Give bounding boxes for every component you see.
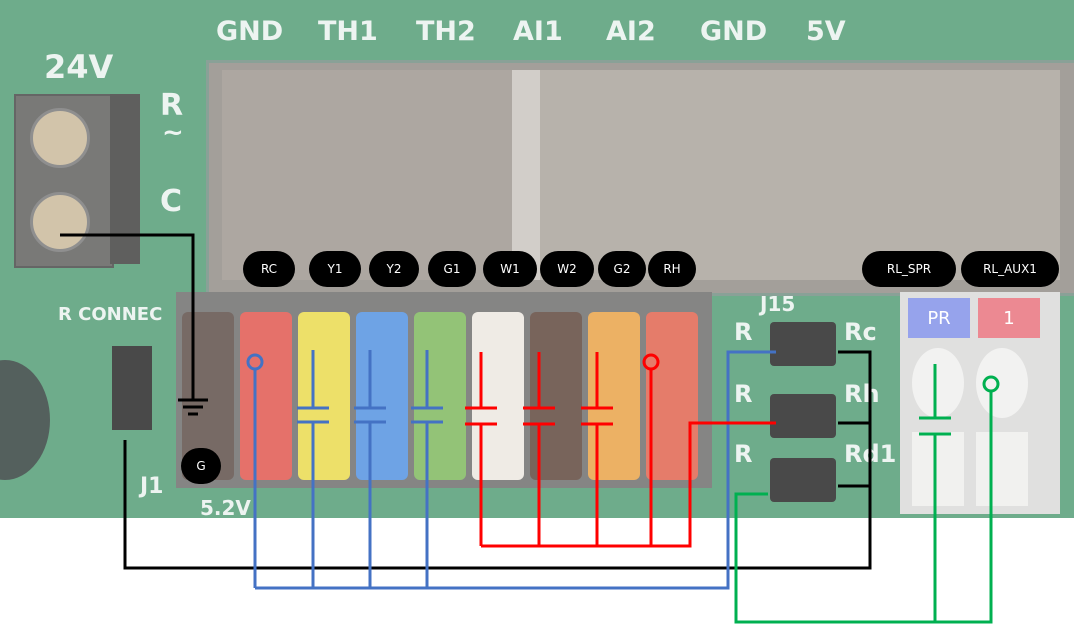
c-label: C: [160, 184, 183, 219]
module-panel-left: [222, 70, 512, 280]
connector-slot: [240, 312, 292, 480]
ac-tilde-icon: ~: [162, 118, 184, 148]
header-label-gnd2: GND: [700, 16, 768, 47]
wire-green-bus: [734, 390, 993, 624]
header-label-th1: TH1: [318, 16, 378, 47]
j15-jumper-3: [770, 458, 836, 502]
terminal-label-g2: G2: [598, 251, 646, 287]
j15-row2-left: R: [734, 380, 753, 408]
j15-jumper-1: [770, 322, 836, 366]
rconnect-label: R CONNEC: [58, 304, 163, 325]
connector-slot: [298, 312, 350, 480]
j15-row1-left: R: [734, 318, 753, 346]
terminal-rc-node: [246, 353, 264, 371]
j1-label: J1: [140, 474, 164, 499]
terminal-screw-icon: [30, 108, 90, 168]
wire-common: [123, 350, 872, 570]
terminal-label-rh: RH: [648, 251, 696, 287]
relay-aux1-node: [982, 375, 1000, 393]
wire-red-bus: [481, 421, 776, 548]
relay-tab-pr: PR: [908, 298, 970, 338]
wire-blue-bus: [255, 350, 776, 590]
header-label-th2: TH2: [416, 16, 476, 47]
terminal-rh-node: [642, 353, 660, 371]
connector-slot: [356, 312, 408, 480]
header-label-gnd: GND: [216, 16, 284, 47]
connector-slot: [414, 312, 466, 480]
relay-tab-1: 1: [978, 298, 1040, 338]
header-label-5v: 5V: [806, 16, 846, 47]
j15-label: J15: [760, 292, 796, 316]
ground-label: G: [181, 448, 221, 484]
terminal-screw-icon: [30, 192, 90, 252]
relay-label-spr: RL_SPR: [862, 251, 956, 287]
relay-label-aux1: RL_AUX1: [961, 251, 1059, 287]
j15-jumper-2: [770, 394, 836, 438]
terminal-label-rc: RC: [243, 251, 295, 287]
relay-port-1: [912, 348, 964, 418]
j15-row2-right: Rh: [844, 380, 880, 408]
r-connect-jumper: [112, 346, 152, 430]
header-label-ai2: AI2: [606, 16, 656, 47]
relay-lever-2: [976, 432, 1028, 506]
terminal-label-w2: W2: [540, 251, 594, 287]
terminal-label-y2: Y2: [369, 251, 419, 287]
r-label: R: [160, 88, 184, 123]
power-label: 24V: [44, 48, 114, 86]
module-divider: [512, 70, 540, 280]
header-label-ai1: AI1: [513, 16, 563, 47]
j15-row1-right: Rc: [844, 318, 877, 346]
relay-lever-1: [912, 432, 964, 506]
terminal-label-g1: G1: [428, 251, 476, 287]
wire-ground: [60, 233, 195, 400]
module-panel-right: [540, 70, 1060, 280]
voltage-label: 5.2V: [200, 496, 251, 518]
terminal-label-y1: Y1: [309, 251, 361, 287]
j15-row3-left: R: [734, 440, 753, 468]
terminal-label-w1: W1: [483, 251, 537, 287]
